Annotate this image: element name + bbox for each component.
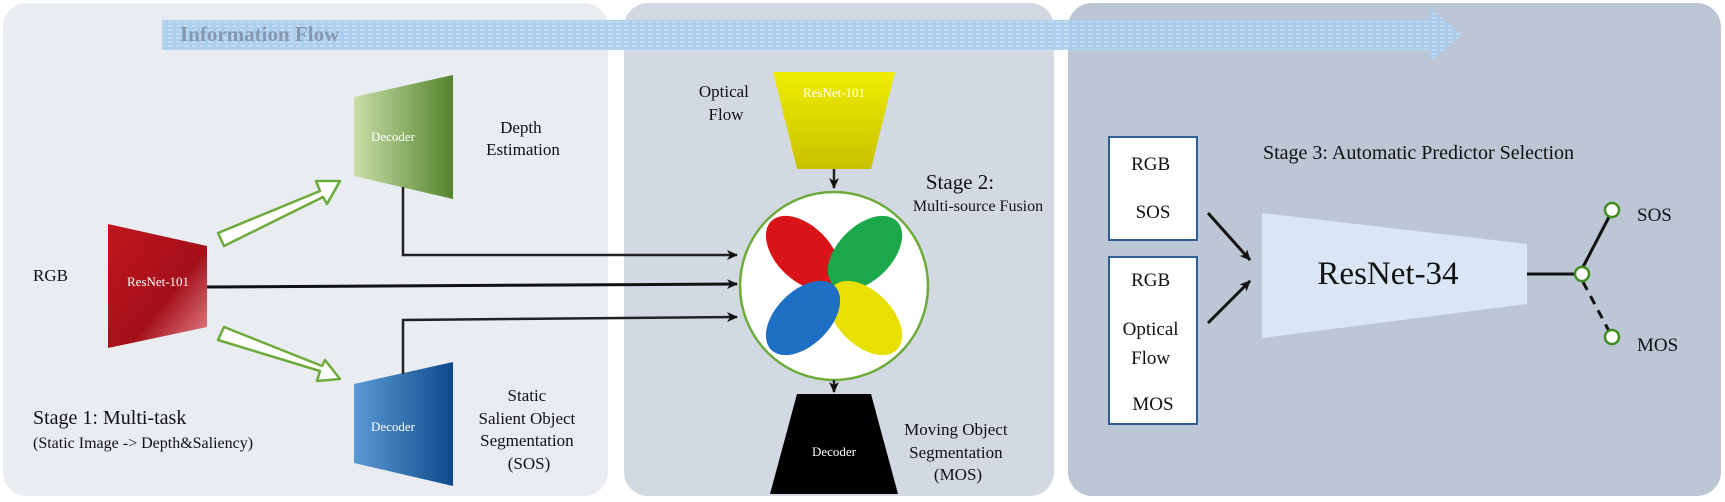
stage1-encoder [108,224,207,348]
fusion-petal-red [765,215,841,291]
stage2-title: Stage 2: [926,170,994,194]
box2-to-model-arrow [1206,279,1252,325]
stage3-title: Stage 3: Automatic Predictor Selection [1263,142,1574,164]
box2-line: RGB [1131,270,1170,291]
mos-output-node [1603,328,1621,346]
depth-output-line: Depth [500,118,542,137]
sos-output-line: (SOS) [508,454,551,473]
resnet34-model [1262,213,1527,338]
depth-output-line: Estimation [486,140,560,159]
mos-output-line: Moving Object [904,420,1008,439]
input-box-rgb-sos [1108,136,1198,241]
selector-to-sos-line [1581,216,1611,268]
hollow-arrow-to-depth [216,179,342,248]
flow-encoder-label: ResNet-101 [803,85,865,100]
sos-output-label: Static Salient Object Segmentation (SOS) [478,386,579,473]
box2-label: RGB Optical Flow MOS [1123,270,1184,415]
depth-decoder-label: Decoder [371,129,416,144]
information-flow-label: Information Flow [180,22,340,46]
stage1-title: Stage 1: Multi-task [33,407,186,429]
mos-output-label: MOS [1637,335,1678,356]
sos-decoder-label: Decoder [371,419,416,434]
fusion-petal-green [827,215,903,291]
input-box-rgb-flow-mos [1108,256,1198,425]
sos-output-node [1603,201,1621,219]
box1-line: SOS [1136,202,1171,223]
stage1-panel [3,3,608,496]
sos-output-label: SOS [1637,205,1672,226]
resnet34-label: ResNet-34 [1317,256,1458,292]
encoder-to-fusion-arrow [206,279,738,290]
sos-to-fusion-arrow [401,312,738,374]
fusion-petal-blue [765,280,841,356]
box2-line: MOS [1132,394,1173,415]
fusion-petal-yellow [827,280,903,356]
stage2-subtitle: Multi-source Fusion [913,198,1043,215]
mos-output-line: (MOS) [934,465,982,484]
box2-line: Optical [1123,319,1179,340]
depth-output-label: Depth Estimation [486,118,560,159]
box1-label: RGB SOS [1131,154,1175,223]
selector-node [1573,265,1591,283]
mos-output-line: Segmentation [909,443,1003,462]
flow-encoder [773,72,895,169]
sos-output-line: Static [508,386,547,405]
optical-flow-line: Flow [709,105,745,124]
sos-decoder [354,362,453,486]
depth-decoder [354,75,453,199]
information-flow-arrow [162,8,1462,62]
rgb-input-label: RGB [33,266,68,285]
sos-output-line: Salient Object [478,409,575,428]
box1-line: RGB [1131,154,1170,175]
depth-to-fusion-arrow [401,187,738,260]
optical-flow-line: Optical [699,82,749,101]
box1-to-model-arrow [1206,212,1252,261]
hollow-arrow-to-sos [216,325,342,383]
optical-flow-label: Optical Flow [699,82,753,124]
sos-output-line: Segmentation [480,431,574,450]
stage1-subtitle: (Static Image -> Depth&Saliency) [33,435,253,452]
mos-decoder-label: Decoder [812,444,857,459]
mos-output-label: Moving Object Segmentation (MOS) [904,420,1012,484]
mos-decoder [770,394,898,494]
stage1-encoder-label: ResNet-101 [127,274,189,289]
box2-line: Flow [1131,348,1170,369]
